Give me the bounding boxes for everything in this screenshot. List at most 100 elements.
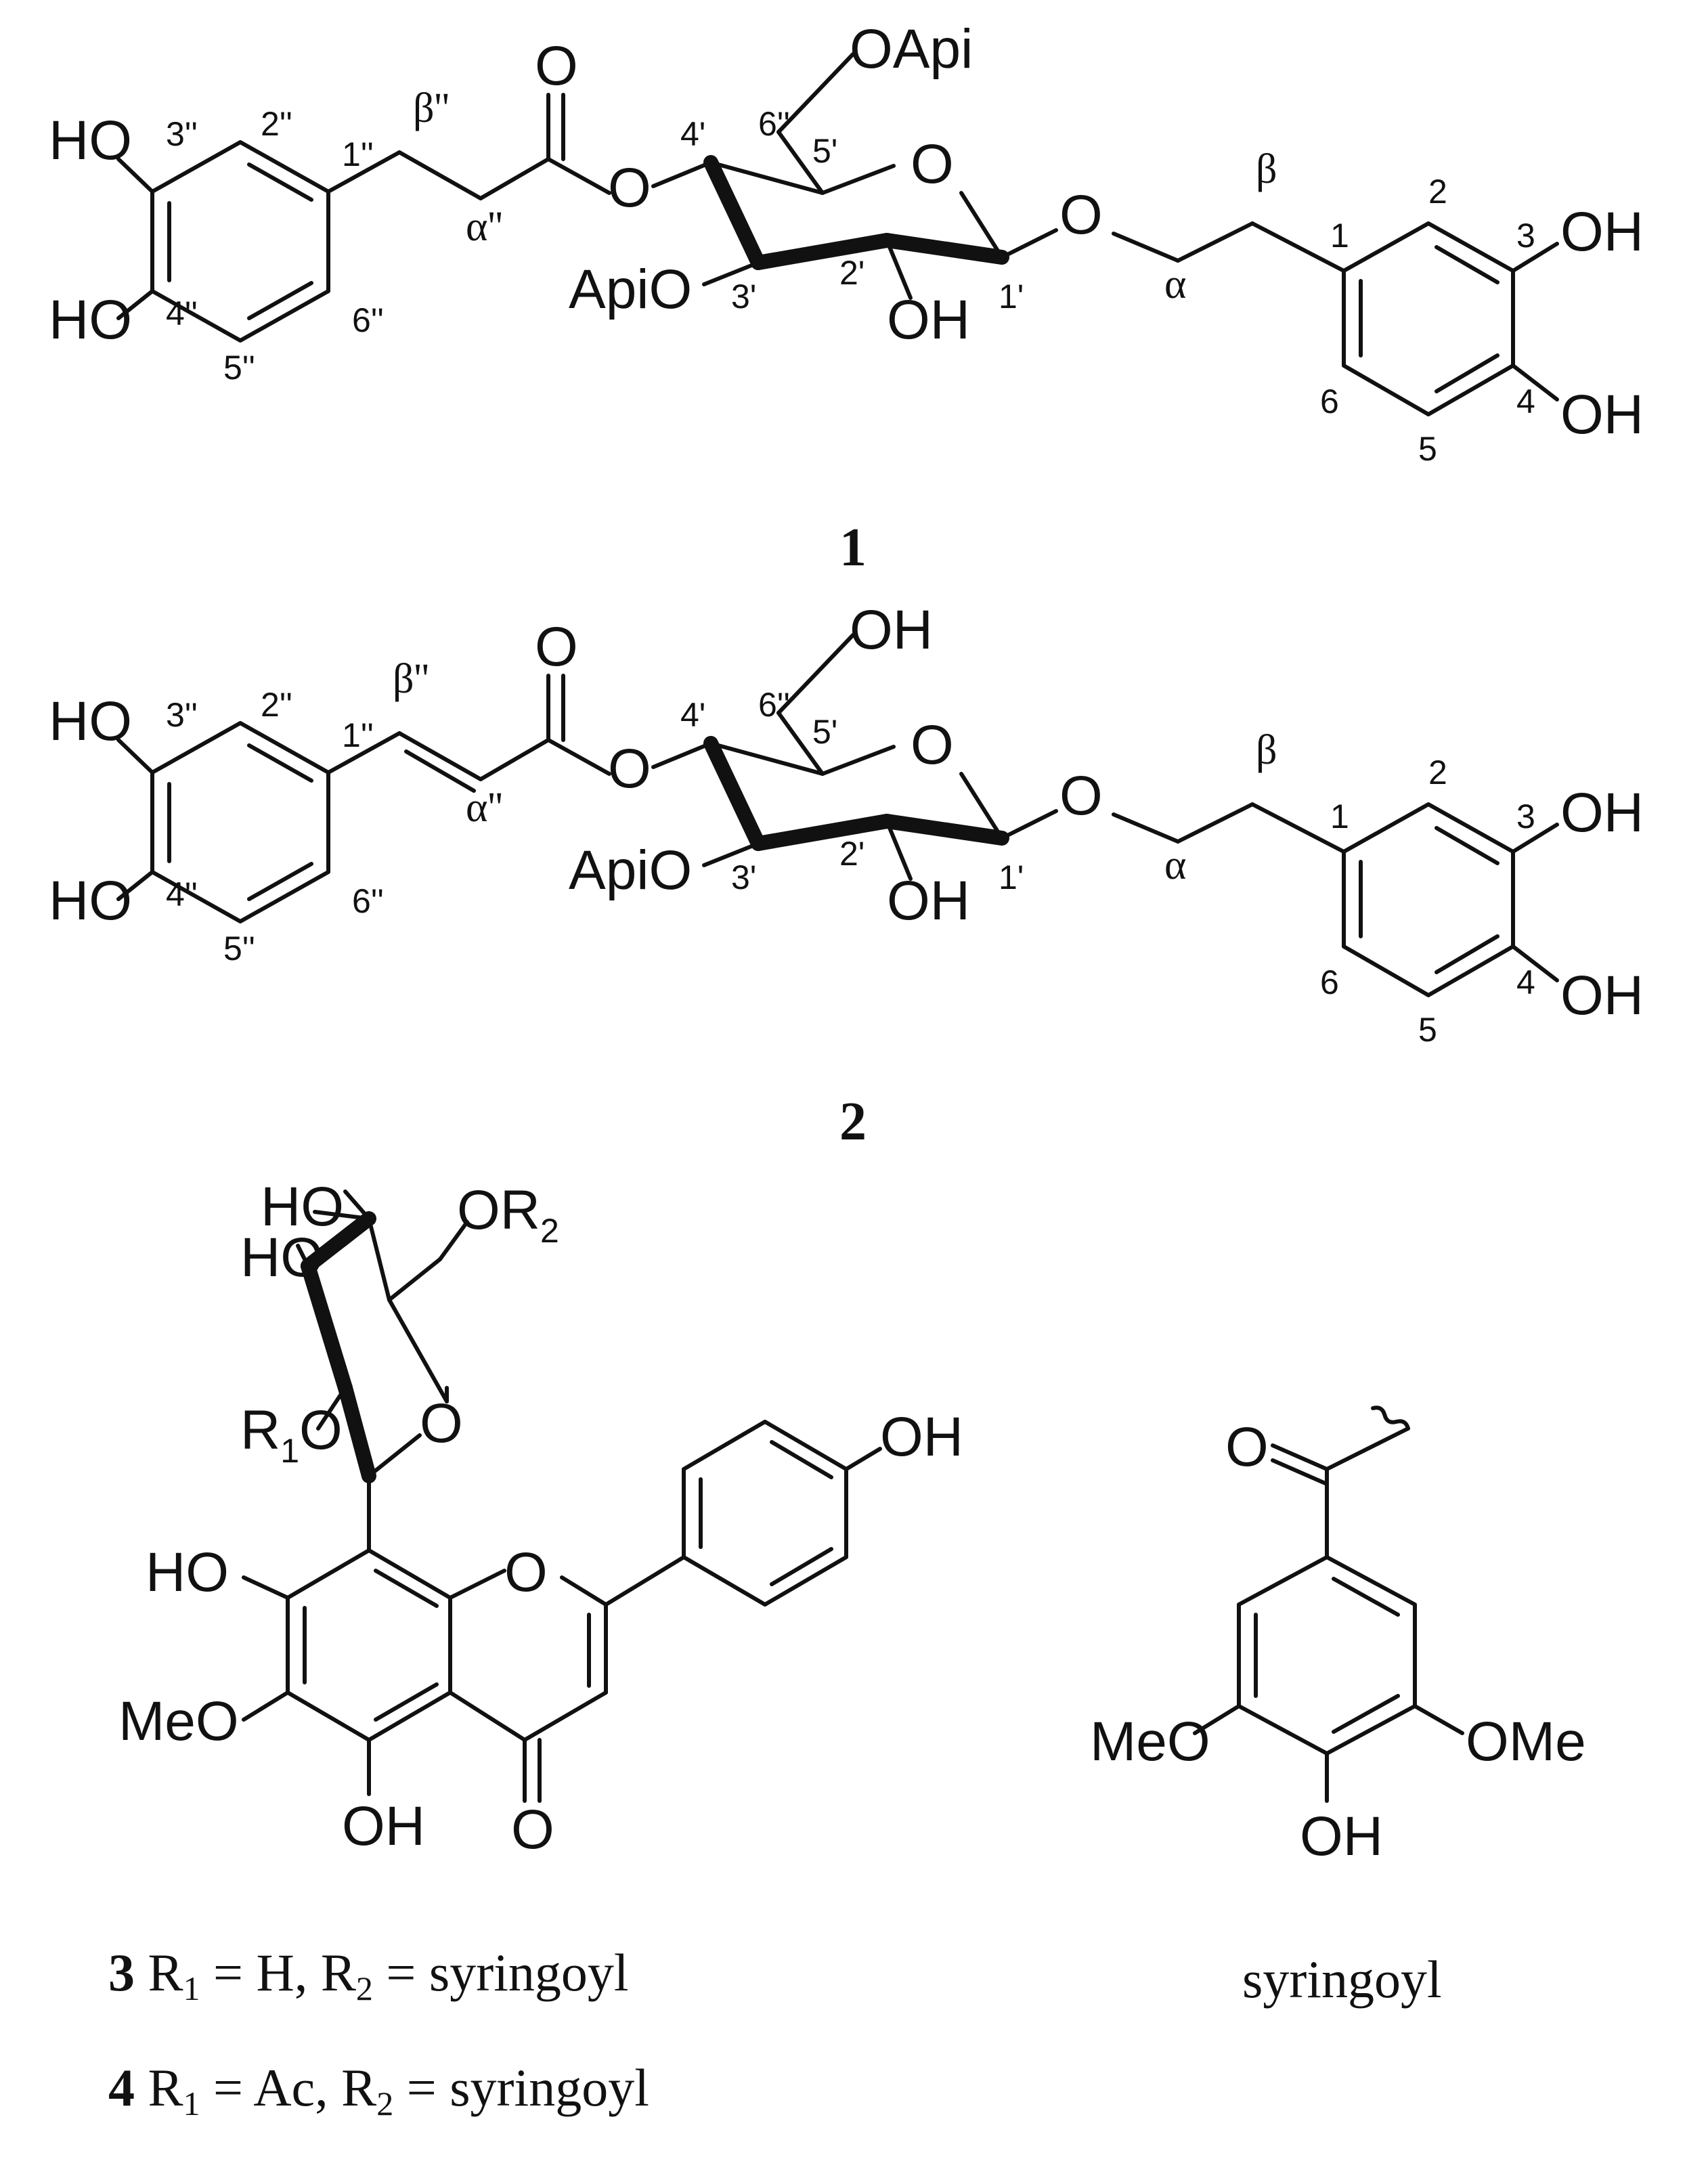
pos-5: 5 (1418, 430, 1437, 468)
beta-pp-label: β'' (413, 85, 450, 131)
flavone-b-ring (604, 1420, 882, 1607)
pos-6pp-sugar: 6'' (758, 686, 790, 724)
oh-label: OH (342, 1795, 425, 1857)
ho-label: HO (261, 1176, 344, 1238)
glycosidic-o: O (1059, 184, 1103, 246)
carbonyl-o: O (1225, 1416, 1269, 1478)
compound-id-2: 2 (839, 1092, 867, 1152)
carbonyl-o: O (511, 1799, 554, 1860)
pos-6: 6 (1320, 383, 1339, 420)
compound-1: HO HO 3'' 2'' 1'' 4'' 5'' 6'' β'' α'' O … (49, 18, 1644, 577)
pos-5p: 5' (812, 132, 837, 170)
pos-6: 6 (1320, 963, 1339, 1001)
flavone-a-ring (242, 1548, 608, 1803)
caption-syringoyl: syringoyl (1242, 1950, 1442, 2009)
pos-5: 5 (1418, 1011, 1437, 1049)
pos-4: 4 (1516, 963, 1535, 1001)
pos-4: 4 (1516, 383, 1535, 420)
pos-6pp: 6'' (352, 301, 384, 339)
oh-label: OH (1560, 965, 1644, 1026)
pos-5pp: 5'' (223, 349, 255, 387)
oh-label: OH (1300, 1806, 1383, 1867)
oapi-label: OApi (850, 18, 973, 80)
compound-id-1: 1 (839, 518, 867, 577)
compound-3-4: HO HO OR2 O R1O O HO MeO OH O (118, 1176, 963, 1860)
right-catechol-ring-2 (1342, 802, 1559, 997)
left-catechol-ring-1 (116, 93, 611, 343)
apio-label: ApiO (569, 259, 692, 320)
pos-5p: 5' (812, 713, 837, 751)
caption-compound-3: 3 R1 = H, R2 = syringoyl (108, 1943, 629, 2007)
oh-label: OH (1560, 782, 1644, 844)
syringoyl-group (1193, 1405, 1464, 1803)
meo-label: MeO (1090, 1711, 1210, 1772)
pos-3: 3 (1516, 217, 1535, 255)
sugar-ring-1 (651, 52, 1346, 300)
ho-label: HO (49, 110, 132, 171)
pos-1: 1 (1330, 798, 1349, 835)
glycosidic-o: O (1059, 765, 1103, 827)
pos-1: 1 (1330, 217, 1349, 255)
pos-3pp: 3'' (166, 115, 198, 153)
ho-label: HO (146, 1542, 229, 1603)
caption-compound-4: 4 R1 = Ac, R2 = syringoyl (108, 2058, 649, 2122)
pos-4pp: 4'' (166, 875, 198, 913)
ho-label: HO (49, 870, 132, 932)
ester-o: O (608, 738, 651, 800)
pos-4p: 4' (680, 696, 705, 734)
oh-label: OH (880, 1406, 963, 1468)
alpha-label: α (1164, 261, 1186, 307)
r1o-label: R1O (240, 1399, 343, 1470)
pyranone-o: O (504, 1542, 548, 1603)
alpha-pp-label: α'' (466, 204, 503, 250)
ring-o: O (420, 1393, 463, 1454)
ho-label: HO (49, 289, 132, 351)
oh-label: OH (887, 870, 970, 932)
pos-3p: 3' (731, 858, 756, 896)
pos-2: 2 (1428, 173, 1447, 211)
oh-label: OH (1560, 384, 1644, 445)
pos-1pp: 1'' (342, 716, 374, 754)
pos-2: 2 (1428, 754, 1447, 791)
pos-5pp: 5'' (223, 930, 255, 967)
ome-label: OMe (1466, 1711, 1586, 1772)
pos-3pp: 3'' (166, 696, 198, 734)
pos-3: 3 (1516, 798, 1535, 835)
oh-label: OH (1560, 201, 1644, 263)
alpha-label: α (1164, 842, 1186, 888)
pos-3p: 3' (731, 278, 756, 315)
ring-o: O (911, 133, 954, 195)
pos-2pp: 2'' (261, 105, 292, 143)
pos-1pp: 1'' (342, 135, 374, 173)
or2-label: OR2 (457, 1179, 559, 1250)
pos-2p: 2' (839, 835, 864, 873)
right-catechol-ring-1 (1342, 221, 1559, 416)
meo-label: MeO (118, 1691, 239, 1752)
apio-label: ApiO (569, 839, 692, 901)
pos-2pp: 2'' (261, 686, 292, 724)
ho-label: HO (49, 691, 132, 752)
pos-1p: 1' (999, 858, 1024, 896)
pos-1p: 1' (999, 278, 1024, 315)
pos-2p: 2' (839, 254, 864, 292)
oh-label: OH (887, 289, 970, 351)
pos-6pp-sugar: 6'' (758, 105, 790, 143)
sugar-ring-2 (651, 633, 1346, 881)
pos-4pp: 4'' (166, 295, 198, 332)
pos-4p: 4' (680, 115, 705, 153)
beta-label: β (1256, 727, 1277, 773)
ester-o: O (608, 157, 651, 219)
pos-6pp: 6'' (352, 882, 384, 920)
beta-pp-label: β'' (393, 656, 429, 702)
alpha-pp-label: α'' (466, 785, 503, 831)
oh-label: OH (850, 599, 933, 661)
left-catechol-ring-2 (116, 674, 611, 923)
compound-2: HO HO 3'' 2'' 1'' 4'' 5'' 6'' β'' α'' O … (49, 599, 1644, 1152)
ring-o: O (911, 714, 954, 776)
beta-label: β (1256, 146, 1277, 192)
carbonyl-o: O (535, 35, 578, 97)
ho-label: HO (240, 1227, 324, 1288)
carbonyl-o: O (535, 616, 578, 678)
